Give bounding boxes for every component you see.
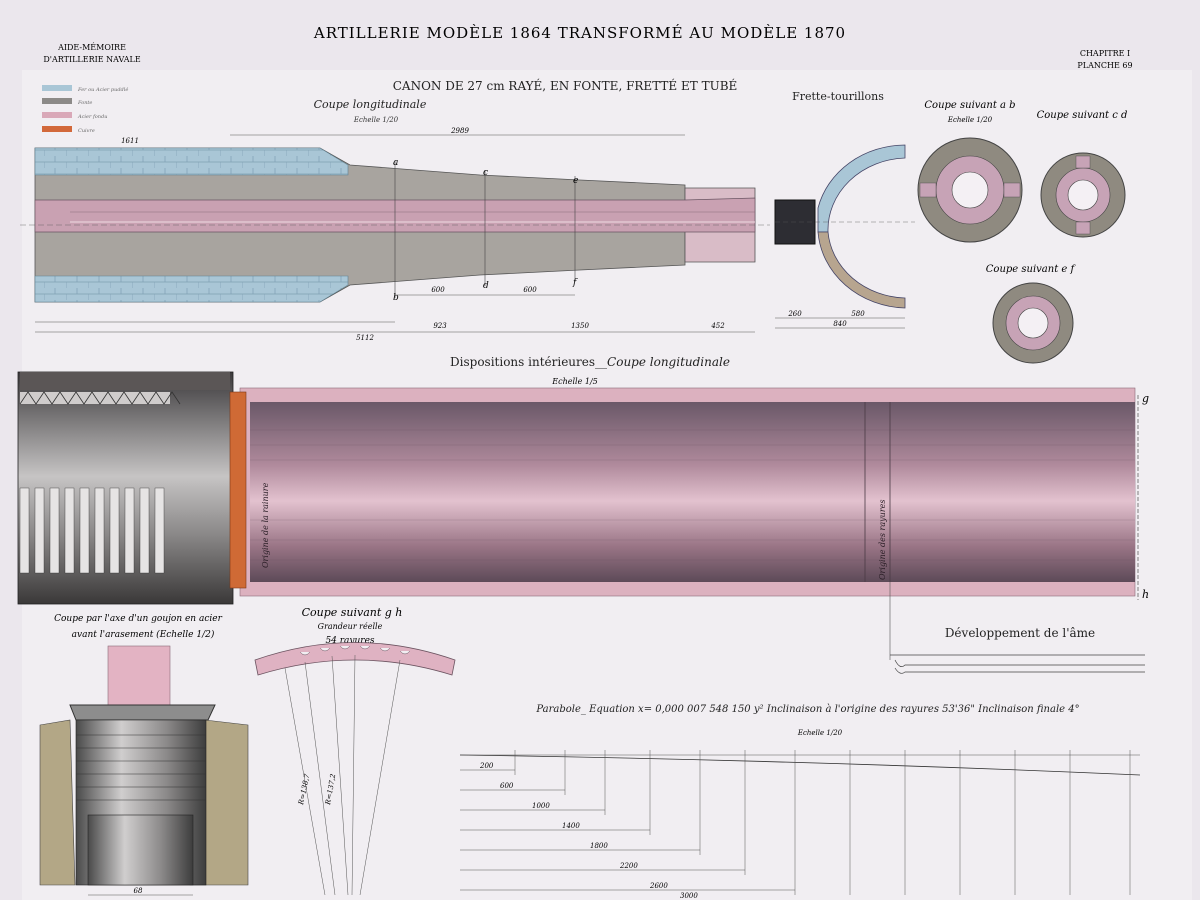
canon-dimensions bbox=[35, 134, 755, 333]
dim-2989: 2989 bbox=[450, 127, 469, 135]
dim-452: 452 bbox=[710, 322, 725, 330]
header-left-line2: D'ARTILLERIE NAVALE bbox=[43, 55, 141, 64]
developpement-title: Développement de l'âme bbox=[945, 626, 1095, 640]
canon-coupe-label: Coupe longitudinale bbox=[314, 98, 427, 111]
origine-rainure-label: Origine de la rainure bbox=[261, 482, 270, 568]
legend-swatch-castiron bbox=[42, 98, 72, 104]
canon-scale: Echelle 1/20 bbox=[353, 116, 399, 124]
section-label-e: e bbox=[573, 176, 578, 186]
interior-title: Dispositions intérieures__Coupe longitud… bbox=[450, 355, 730, 369]
section-label-a: a bbox=[393, 158, 398, 168]
parabole-step-2200: 2200 bbox=[619, 862, 638, 870]
parabole-step-600: 600 bbox=[500, 782, 514, 790]
section-label-c: c bbox=[483, 168, 488, 178]
frette-dim-580: 580 bbox=[851, 310, 865, 318]
gh-subtitle2: 54 rayures bbox=[325, 636, 374, 646]
legend-label-castiron: Fonte bbox=[77, 100, 92, 106]
section-cd-drawing bbox=[1040, 152, 1126, 238]
parabole-curve bbox=[459, 750, 1141, 895]
interior-scale: Echelle 1/5 bbox=[551, 377, 597, 386]
section-ab-drawing bbox=[917, 137, 1023, 243]
parabole-step-2600: 2600 bbox=[649, 882, 668, 890]
dim-1350: 1350 bbox=[571, 322, 589, 330]
header-right-line2: PLANCHE 69 bbox=[1077, 61, 1132, 70]
goujon-drawing bbox=[39, 645, 249, 896]
section-label-d: d bbox=[483, 281, 489, 291]
dim-1611: 1611 bbox=[121, 137, 139, 145]
frette-dim-840: 840 bbox=[833, 320, 847, 328]
section-ab-title: Coupe suivant a b bbox=[924, 100, 1015, 111]
legend-swatch-iron bbox=[42, 85, 72, 91]
material-legend: Fer ou Acier puddlé Fonte Acier fondu Cu… bbox=[42, 85, 128, 134]
frette-title: Frette-tourillons bbox=[792, 90, 884, 103]
plate-title: ARTILLERIE MODÈLE 1864 TRANSFORMÉ AU MOD… bbox=[313, 24, 846, 42]
parabole-step-3000: 3000 bbox=[680, 892, 698, 900]
section-ef-title: Coupe suivant e f bbox=[986, 264, 1077, 275]
goujon-dim: 68 bbox=[134, 887, 143, 895]
section-label-f: f bbox=[572, 278, 578, 288]
section-label-b: b bbox=[393, 293, 399, 303]
gh-title: Coupe suivant g h bbox=[302, 606, 403, 619]
section-label-g: g bbox=[1142, 392, 1149, 405]
parabole-equation: Parabole_ Equation x= 0,000 007 548 150 … bbox=[535, 704, 1079, 715]
frette-dim-260: 260 bbox=[787, 310, 802, 318]
goujon-title-line1: Coupe par l'axe d'un goujon en acier bbox=[54, 614, 222, 624]
legend-swatch-steel bbox=[42, 112, 72, 118]
parabole-step-1000: 1000 bbox=[532, 802, 550, 810]
parabole-step-200: 200 bbox=[479, 762, 494, 770]
dim-600a: 600 bbox=[431, 286, 445, 294]
legend-label-copper: Cuivre bbox=[78, 128, 95, 134]
dim-5112: 5112 bbox=[356, 334, 374, 342]
gh-drawing bbox=[254, 642, 456, 896]
origine-rayures-label: Origine des rayures bbox=[878, 500, 887, 580]
header-left-line1: AIDE-MÉMOIRE bbox=[57, 43, 126, 52]
canon-body bbox=[20, 147, 770, 303]
parabole-scale: Echelle 1/20 bbox=[797, 729, 843, 737]
interior-drawing bbox=[17, 371, 1139, 660]
dim-600b: 600 bbox=[523, 286, 537, 294]
legend-label-steel: Acier fondu bbox=[77, 114, 107, 120]
legend-label-iron: Fer ou Acier puddlé bbox=[77, 86, 128, 93]
parabole-step-1400: 1400 bbox=[562, 822, 580, 830]
section-ab-scale: Echelle 1/20 bbox=[947, 116, 993, 124]
frette-drawing bbox=[774, 144, 915, 329]
legend-swatch-copper bbox=[42, 126, 72, 132]
section-label-h: h bbox=[1142, 588, 1149, 601]
section-ef-drawing bbox=[992, 282, 1074, 364]
canon-title: CANON DE 27 cm RAYÉ, EN FONTE, FRETTÉ ET… bbox=[393, 78, 738, 93]
gh-subtitle1: Grandeur réelle bbox=[318, 622, 383, 631]
header-right-line1: CHAPITRE I bbox=[1080, 49, 1130, 58]
parabole-step-1800: 1800 bbox=[590, 842, 608, 850]
goujon-title-line2: avant l'arasement (Echelle 1/2) bbox=[72, 629, 215, 640]
dim-923: 923 bbox=[433, 322, 447, 330]
section-cd-title: Coupe suivant c d bbox=[1037, 110, 1128, 121]
developpement-lines bbox=[890, 654, 1145, 674]
